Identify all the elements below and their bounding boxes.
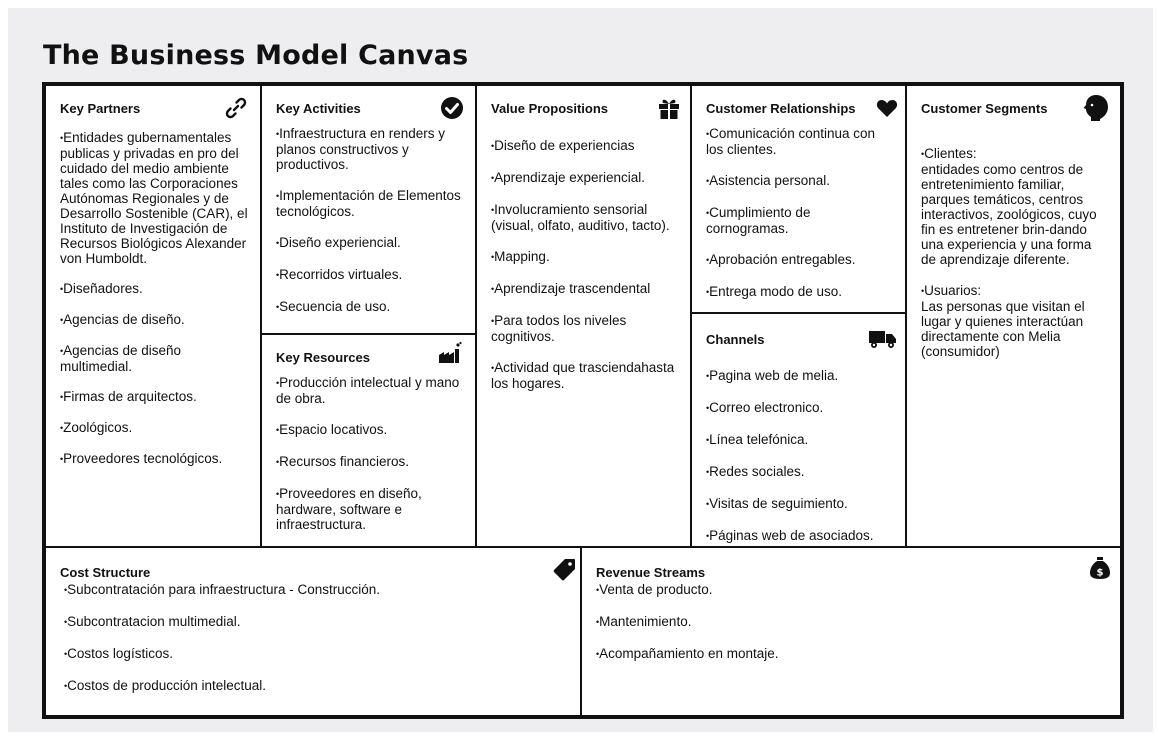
list-item: Usuarios: Las personas que visitan el lu… (921, 283, 1110, 359)
block-heading: Customer Segments (921, 101, 1048, 116)
list-item: Cumplimiento de cornogramas. (706, 205, 895, 236)
list-item: Recorridos virtuales. (276, 267, 465, 283)
block-customer-segments: Customer Segments Clientes: entidades co… (907, 86, 1120, 546)
list-item: Involucramiento sensorial (visual, olfat… (491, 202, 680, 233)
item-list: Entidades gubernamentales publicas y pri… (60, 130, 250, 482)
list-item: Costos logísticos. (64, 646, 570, 662)
list-item: Subcontratación para infraestructura - C… (64, 582, 570, 598)
link-icon (224, 96, 248, 120)
heart-icon (875, 96, 899, 120)
block-revenue-streams: Revenue Streams $ Venta de producto. Man… (582, 548, 1120, 715)
list-item: Aprobación entregables. (706, 252, 895, 268)
block-heading: Key Partners (60, 101, 141, 116)
item-list: Producción intelectual y mano de obra. E… (276, 375, 465, 548)
block-heading: Cost Structure (60, 565, 151, 580)
list-item: Páginas web de asociados. (706, 528, 895, 544)
list-item: Infraestructura en renders y planos cons… (276, 126, 465, 172)
price-tag-icon (552, 558, 576, 582)
block-heading: Customer Relationships (706, 101, 856, 116)
list-item: Entrega modo de uso. (706, 284, 895, 300)
list-item: Redes sociales. (706, 464, 895, 480)
list-item: Producción intelectual y mano de obra. (276, 375, 465, 406)
factory-icon (438, 341, 462, 365)
block-heading: Key Activities (276, 101, 361, 116)
list-item: Diseño de experiencias (491, 138, 680, 154)
block-customer-relationships: Customer Relationships Comunicación cont… (692, 86, 905, 312)
block-heading: Revenue Streams (596, 565, 706, 580)
person-head-icon (1082, 94, 1110, 122)
divider (580, 546, 582, 715)
list-item: Secuencia de uso. (276, 299, 465, 315)
item-list: Venta de producto. Mantenimiento. Acompa… (596, 582, 1110, 678)
list-item: Diseño experiencial. (276, 235, 465, 251)
list-item: Subcontratacion multimedial. (64, 614, 570, 630)
page-title: The Business Model Canvas (43, 40, 469, 71)
list-item: Recursos financieros. (276, 454, 465, 470)
block-heading: Value Propositions (491, 101, 609, 116)
list-item: Línea telefónica. (706, 432, 895, 448)
gift-icon (657, 96, 681, 120)
list-item: Aprendizaje experiencial. (491, 170, 680, 186)
item-list: Clientes: entidades como centros de entr… (921, 146, 1110, 375)
block-value-propositions: Value Propositions Diseño de experiencia… (477, 86, 690, 546)
list-item: Firmas de arquitectos. (60, 389, 250, 405)
business-model-canvas: Key Partners Entidades gubernamentales p… (42, 82, 1124, 719)
list-item: Comunicación continua con los clientes. (706, 126, 895, 157)
list-item: Asistencia personal. (706, 173, 895, 189)
money-bag-icon: $ (1088, 556, 1112, 580)
item-list: Subcontratación para infraestructura - C… (64, 582, 570, 710)
divider (905, 86, 907, 546)
list-item: Implementación de Elementos tecnológicos… (276, 188, 465, 219)
item-list: Comunicación continua con los clientes. … (706, 126, 895, 316)
block-key-resources: Key Resources Producción intelectual y m… (262, 335, 475, 546)
item-list: Infraestructura en renders y planos cons… (276, 126, 465, 331)
check-circle-icon (440, 96, 464, 120)
item-list: Pagina web de melia. Correo electronico.… (706, 368, 895, 560)
divider (690, 86, 692, 546)
list-item: Actividad que trasciendahasta los hogare… (491, 360, 680, 391)
block-cost-structure: Cost Structure Subcontratación para infr… (46, 548, 580, 715)
divider (475, 86, 477, 546)
block-channels: Channels Pagina web de melia. Correo ele… (692, 314, 905, 546)
list-item: Proveedores tecnológicos. (60, 451, 250, 467)
list-item: Diseñadores. (60, 281, 250, 297)
list-item: Clientes: entidades como centros de entr… (921, 146, 1110, 267)
list-item: Zoológicos. (60, 420, 250, 436)
list-item: Pagina web de melia. (706, 368, 895, 384)
divider (260, 86, 262, 546)
list-item: Agencias de diseño multimedial. (60, 343, 250, 374)
divider (46, 546, 1120, 548)
list-item: Espacio locativos. (276, 422, 465, 438)
block-heading: Channels (706, 332, 765, 347)
list-item: Costos de producción intelectual. (64, 678, 570, 694)
divider (260, 333, 477, 335)
list-item: Acompañamiento en montaje. (596, 646, 1110, 662)
block-key-partners: Key Partners Entidades gubernamentales p… (46, 86, 260, 546)
list-item: Venta de producto. (596, 582, 1110, 598)
item-list: Diseño de experiencias Aprendizaje exper… (491, 138, 680, 407)
truck-icon (868, 326, 898, 350)
list-item: Entidades gubernamentales publicas y pri… (60, 130, 250, 266)
list-item: Mantenimiento. (596, 614, 1110, 630)
block-heading: Key Resources (276, 350, 370, 365)
svg-text:$: $ (1097, 568, 1104, 579)
list-item: Visitas de seguimiento. (706, 496, 895, 512)
divider (690, 312, 907, 314)
list-item: Correo electronico. (706, 400, 895, 416)
list-item: Agencias de diseño. (60, 312, 250, 328)
list-item: Mapping. (491, 249, 680, 265)
block-key-activities: Key Activities Infraestructura en render… (262, 86, 475, 333)
list-item: Aprendizaje trascendental (491, 281, 680, 297)
list-item: Para todos los niveles cognitivos. (491, 313, 680, 344)
list-item: Proveedores en diseño, hardware, softwar… (276, 486, 465, 532)
